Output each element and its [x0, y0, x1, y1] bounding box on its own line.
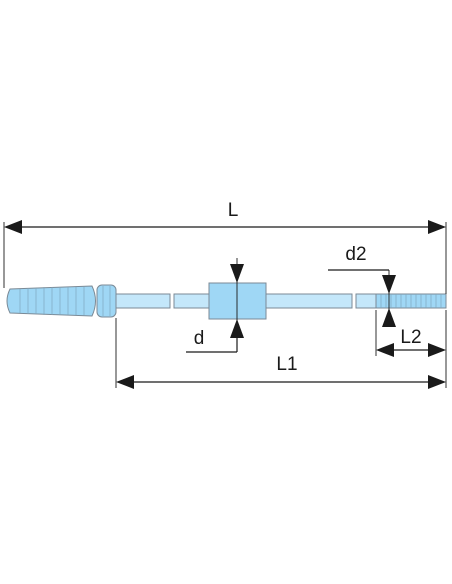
arrow-down-icon [382, 275, 396, 294]
shaft-segment-2 [173, 293, 211, 309]
thread-marks [380, 294, 442, 308]
shaft-segment-1 [115, 293, 171, 309]
arrow-left-icon [4, 220, 22, 234]
shaft-segment-4 [355, 293, 377, 309]
label-L1: L1 [276, 354, 297, 375]
dimension-L: L [4, 200, 446, 234]
dimension-d: d [186, 264, 244, 353]
label-d2: d2 [345, 244, 366, 265]
arrow-down-icon [230, 264, 244, 283]
arrow-left-icon [376, 343, 394, 357]
dimension-L1: L1 [116, 354, 446, 389]
label-d: d [194, 328, 205, 349]
label-L2: L2 [400, 327, 421, 348]
handle-collar [96, 284, 117, 318]
label-L: L [228, 200, 239, 221]
dimension-d2: d2 [328, 244, 396, 327]
slide-weight [208, 282, 267, 320]
tool-body [6, 282, 447, 320]
arrow-right-icon [428, 220, 446, 234]
arrow-up-icon [382, 308, 396, 327]
arrow-up-icon [230, 319, 244, 338]
arrow-right-icon [428, 343, 446, 357]
dimension-L2: L2 [376, 327, 446, 357]
shaft-segment-3 [265, 293, 353, 309]
handle-grip-ribs [19, 287, 85, 315]
handle-grip [6, 285, 96, 317]
arrow-left-icon [116, 375, 134, 389]
arrow-right-icon [428, 375, 446, 389]
